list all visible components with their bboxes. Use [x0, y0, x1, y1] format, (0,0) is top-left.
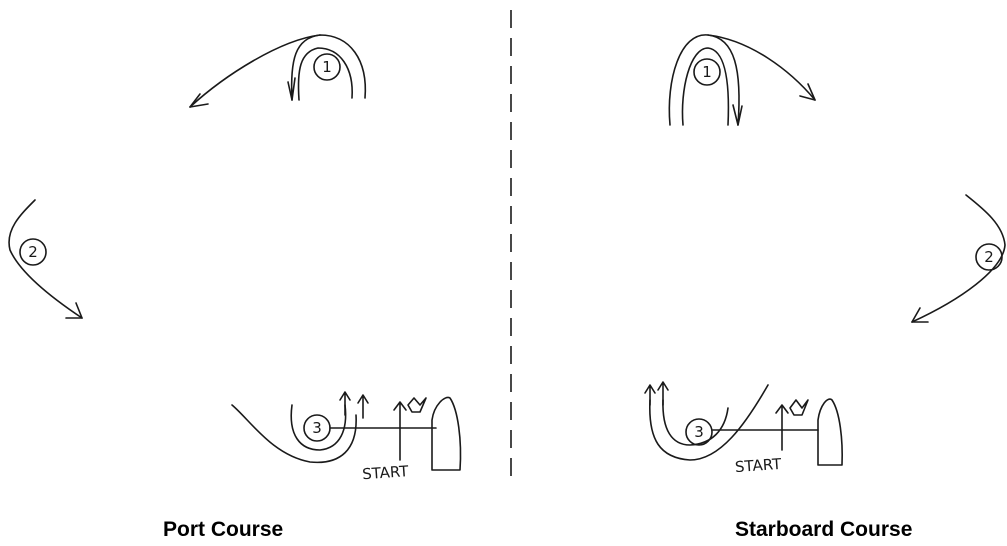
starboard-mark-2-label: 2 — [984, 248, 994, 266]
starboard-mark-1: 1 — [669, 35, 815, 125]
port-course: 1 2 3 START — [9, 35, 460, 483]
starboard-course-caption: Starboard Course — [735, 518, 912, 542]
starboard-mark-3: 3 — [645, 382, 768, 460]
starboard-mark-1-label: 1 — [702, 63, 712, 81]
starboard-committee-boat — [818, 399, 842, 465]
port-start-line: START — [330, 397, 461, 483]
port-mark-3-label: 3 — [312, 419, 322, 437]
starboard-mark-2: 2 — [912, 195, 1005, 322]
starboard-course: 1 2 3 START — [645, 35, 1005, 476]
port-mark-2-label: 2 — [28, 243, 38, 261]
port-mark-3: 3 — [232, 392, 368, 462]
port-start-label: START — [362, 462, 410, 483]
port-committee-boat — [432, 397, 461, 470]
port-mark-2: 2 — [9, 200, 82, 318]
starboard-mark-3-label: 3 — [694, 423, 704, 441]
port-course-caption: Port Course — [163, 518, 283, 542]
port-mark-1-label: 1 — [322, 58, 332, 76]
port-mark-1: 1 — [190, 35, 365, 107]
starboard-start-label: START — [734, 455, 782, 476]
